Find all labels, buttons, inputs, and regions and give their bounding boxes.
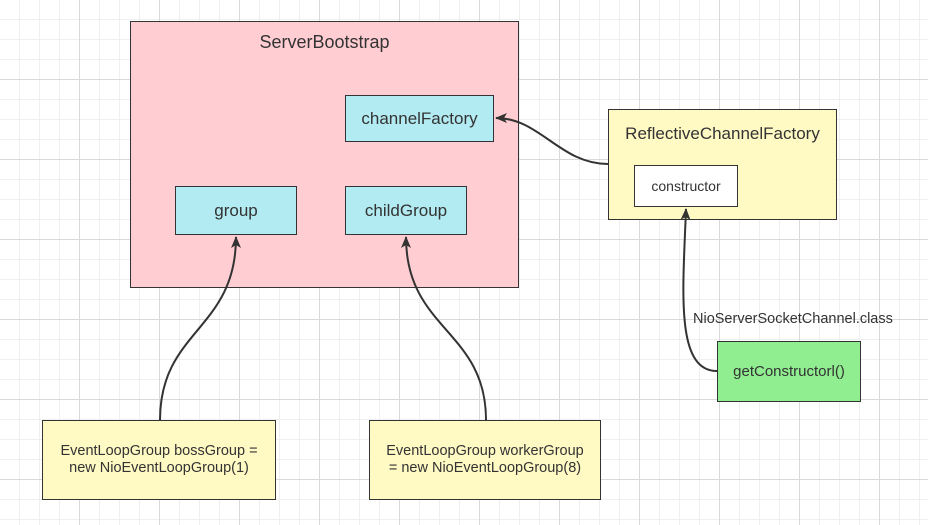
- boss-group-line-1: EventLoopGroup bossGroup =: [60, 443, 258, 459]
- boss-group-text: EventLoopGroup bossGroup = new NioEventL…: [54, 443, 263, 477]
- constructor-label: constructor: [651, 178, 721, 194]
- get-constructor-label: getConstructorl(): [733, 363, 845, 380]
- child-group-box: childGroup: [345, 186, 467, 235]
- worker-group-text: EventLoopGroup workerGroup = new NioEven…: [380, 443, 589, 477]
- channel-factory-box: channelFactory: [345, 95, 494, 142]
- boss-group-box: EventLoopGroup bossGroup = new NioEventL…: [42, 420, 276, 500]
- channel-factory-label: channelFactory: [361, 108, 478, 128]
- worker-group-line-1: EventLoopGroup workerGroup: [386, 443, 584, 459]
- server-bootstrap-box: ServerBootstrap: [130, 21, 519, 288]
- child-group-label: childGroup: [364, 200, 448, 220]
- arrow-boss-to-group: [159, 236, 241, 421]
- boss-group-line-2: new NioEventLoopGroup(1): [69, 460, 249, 476]
- arrow-worker-to-child-group: [401, 236, 487, 421]
- worker-group-box: EventLoopGroup workerGroup = new NioEven…: [369, 420, 601, 500]
- reflective-channel-factory-title: ReflectiveChannelFactory: [625, 124, 820, 143]
- group-label: group: [214, 200, 258, 220]
- arrow-reflective-to-channel-factory: [495, 113, 609, 165]
- arrow-get-constructor-to-constructor: [680, 208, 718, 372]
- server-bootstrap-title: ServerBootstrap: [259, 32, 390, 52]
- group-box: group: [175, 186, 297, 235]
- worker-group-line-2: = new NioEventLoopGroup(8): [388, 460, 582, 476]
- constructor-box: constructor: [634, 165, 738, 207]
- get-constructor-box: getConstructorl(): [717, 341, 861, 402]
- nio-server-socket-channel-label: NioServerSocketChannel.class: [693, 311, 893, 327]
